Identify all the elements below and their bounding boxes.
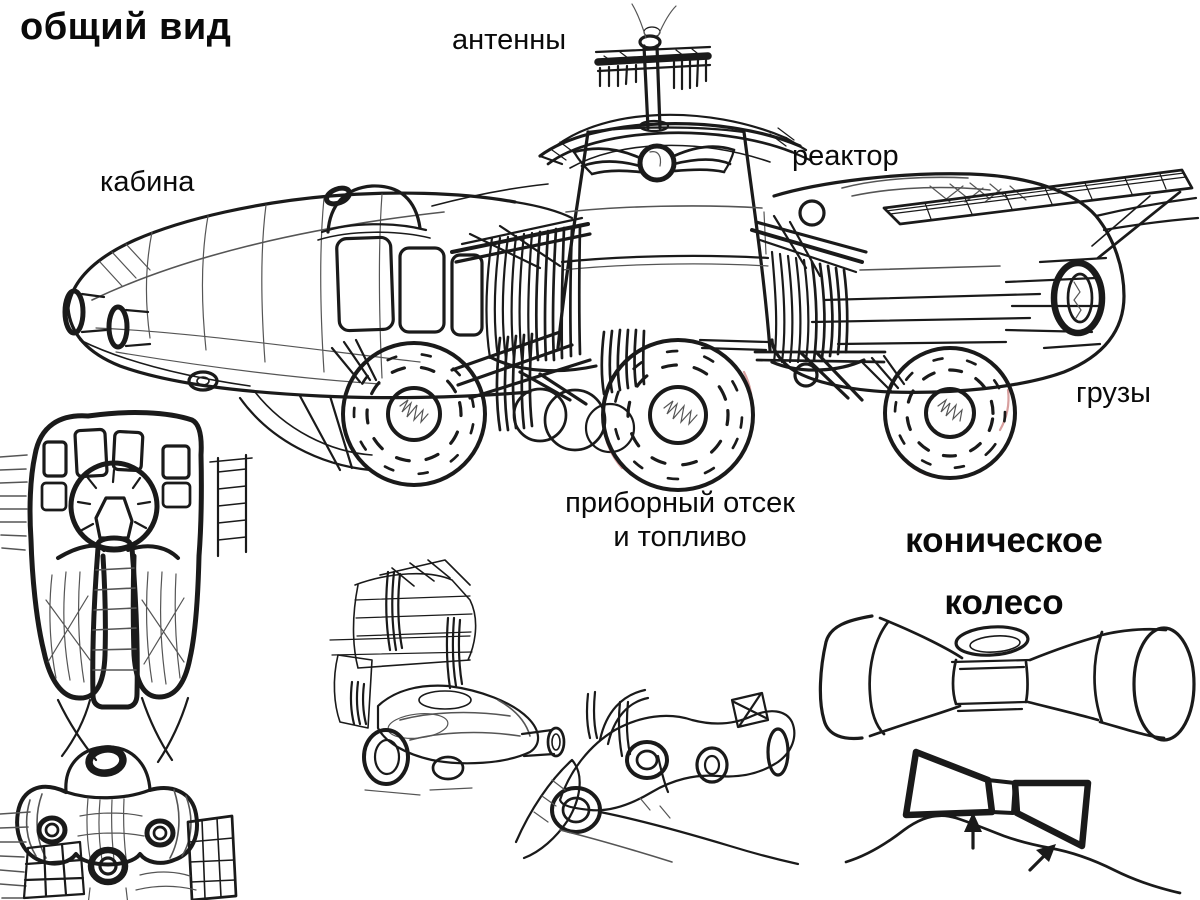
front-view-sketch xyxy=(0,745,238,900)
front-wheel-sketch xyxy=(341,341,487,487)
thumbnail-sketch-right xyxy=(514,688,800,866)
label-conical-wheel: коническое колесо xyxy=(868,510,1140,634)
conical-wheel-profile-sketch xyxy=(844,748,1182,895)
label-instrument-bay-line1: приборный отсек xyxy=(565,487,795,519)
label-conical-wheel-line2: колесо xyxy=(944,583,1064,622)
page-title: общий вид xyxy=(20,6,232,48)
thumbnail-sketch-left xyxy=(329,559,566,796)
left-drapery-sketch xyxy=(450,216,598,406)
label-cargo: грузы xyxy=(1076,377,1152,409)
reactor-body-sketch xyxy=(770,168,1200,394)
label-antennas: антенны xyxy=(452,24,567,56)
ladder-sketch xyxy=(209,453,253,558)
middle-wheel-sketch xyxy=(601,338,755,492)
rover-cabin-sketch xyxy=(62,183,574,472)
label-conical-wheel-line1: коническое xyxy=(905,521,1103,560)
label-instrument-bay-line2: и топливо xyxy=(613,521,747,553)
conical-wheel-3d-sketch xyxy=(818,614,1196,742)
label-reactor: реактор xyxy=(792,140,899,172)
top-view-sketch xyxy=(0,410,204,764)
rear-wheel-sketch xyxy=(883,346,1017,480)
label-cabin: кабина xyxy=(100,166,195,198)
